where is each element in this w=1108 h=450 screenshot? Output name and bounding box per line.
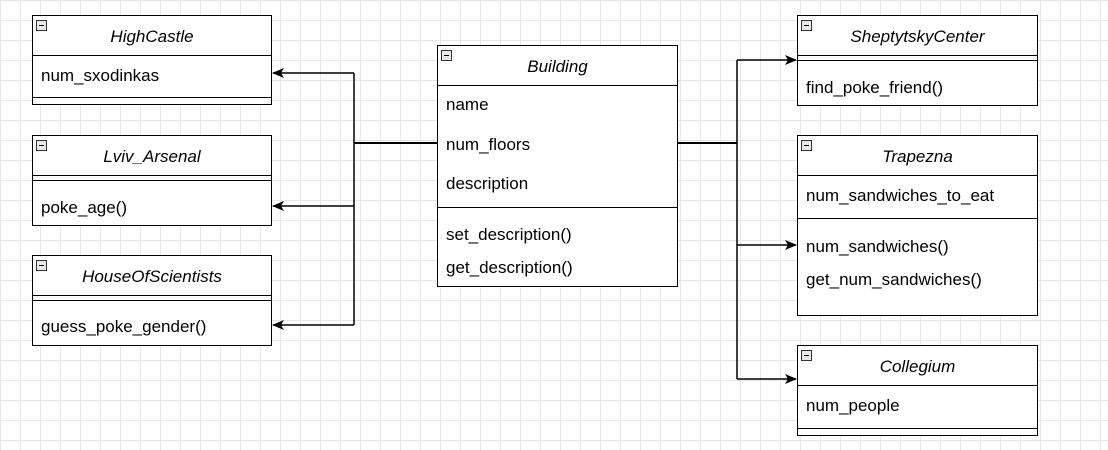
class-title: SheptytskyCenter <box>850 27 985 46</box>
class-lviv-arsenal-header: Lviv_Arsenal <box>33 136 271 176</box>
collapse-icon[interactable] <box>36 140 47 151</box>
section-divider <box>798 428 1037 429</box>
class-highcastle-header: HighCastle <box>33 16 271 56</box>
class-sheptytsky-center-header: SheptytskyCenter <box>798 16 1037 56</box>
collapse-icon[interactable] <box>801 20 812 31</box>
collapse-icon[interactable] <box>36 260 47 271</box>
class-title: Lviv_Arsenal <box>103 147 201 166</box>
section-divider <box>438 207 677 208</box>
section-divider <box>33 180 271 181</box>
section-divider <box>798 60 1037 61</box>
method-num-sandwiches: num_sandwiches() <box>806 237 949 256</box>
section-divider <box>33 300 271 301</box>
attribute-num-sandwiches-to-eat: num_sandwiches_to_eat <box>806 186 995 205</box>
class-collegium[interactable]: Collegium num_people <box>797 345 1038 436</box>
collapse-icon[interactable] <box>801 350 812 361</box>
attribute-description: description <box>446 174 529 193</box>
class-building[interactable]: Building name num_floors description set… <box>437 45 678 287</box>
attribute-num-sxodinkas: num_sxodinkas <box>41 66 160 85</box>
class-house-of-scientists-header: HouseOfScientists <box>33 256 271 296</box>
class-title: Trapezna <box>882 147 953 166</box>
method-guess-poke-gender: guess_poke_gender() <box>41 317 207 336</box>
collapse-icon[interactable] <box>441 50 452 61</box>
attribute-name: name <box>446 95 489 114</box>
class-sheptytsky-center[interactable]: SheptytskyCenter find_poke_friend() <box>797 15 1038 106</box>
attribute-num-people: num_people <box>806 396 900 415</box>
method-poke-age: poke_age() <box>41 198 128 217</box>
class-collegium-header: Collegium <box>798 346 1037 386</box>
class-title: HighCastle <box>110 27 194 46</box>
method-get-num-sandwiches: get_num_sandwiches() <box>806 270 982 289</box>
class-title: Building <box>527 57 588 76</box>
section-divider <box>33 97 271 98</box>
collapse-icon[interactable] <box>36 20 47 31</box>
class-house-of-scientists[interactable]: HouseOfScientists guess_poke_gender() <box>32 255 272 346</box>
class-title: HouseOfScientists <box>82 267 222 286</box>
class-trapezna-header: Trapezna <box>798 136 1037 176</box>
class-highcastle[interactable]: HighCastle num_sxodinkas <box>32 15 272 105</box>
class-trapezna[interactable]: Trapezna num_sandwiches_to_eat num_sandw… <box>797 135 1038 316</box>
class-title: Collegium <box>879 357 956 376</box>
attribute-num-floors: num_floors <box>446 135 531 154</box>
collapse-icon[interactable] <box>801 140 812 151</box>
class-lviv-arsenal[interactable]: Lviv_Arsenal poke_age() <box>32 135 272 226</box>
method-find-poke-friend: find_poke_friend() <box>806 78 944 97</box>
method-get-description: get_description() <box>446 258 573 277</box>
section-divider <box>798 218 1037 219</box>
class-building-header: Building <box>438 46 677 86</box>
method-set-description: set_description() <box>446 225 572 244</box>
